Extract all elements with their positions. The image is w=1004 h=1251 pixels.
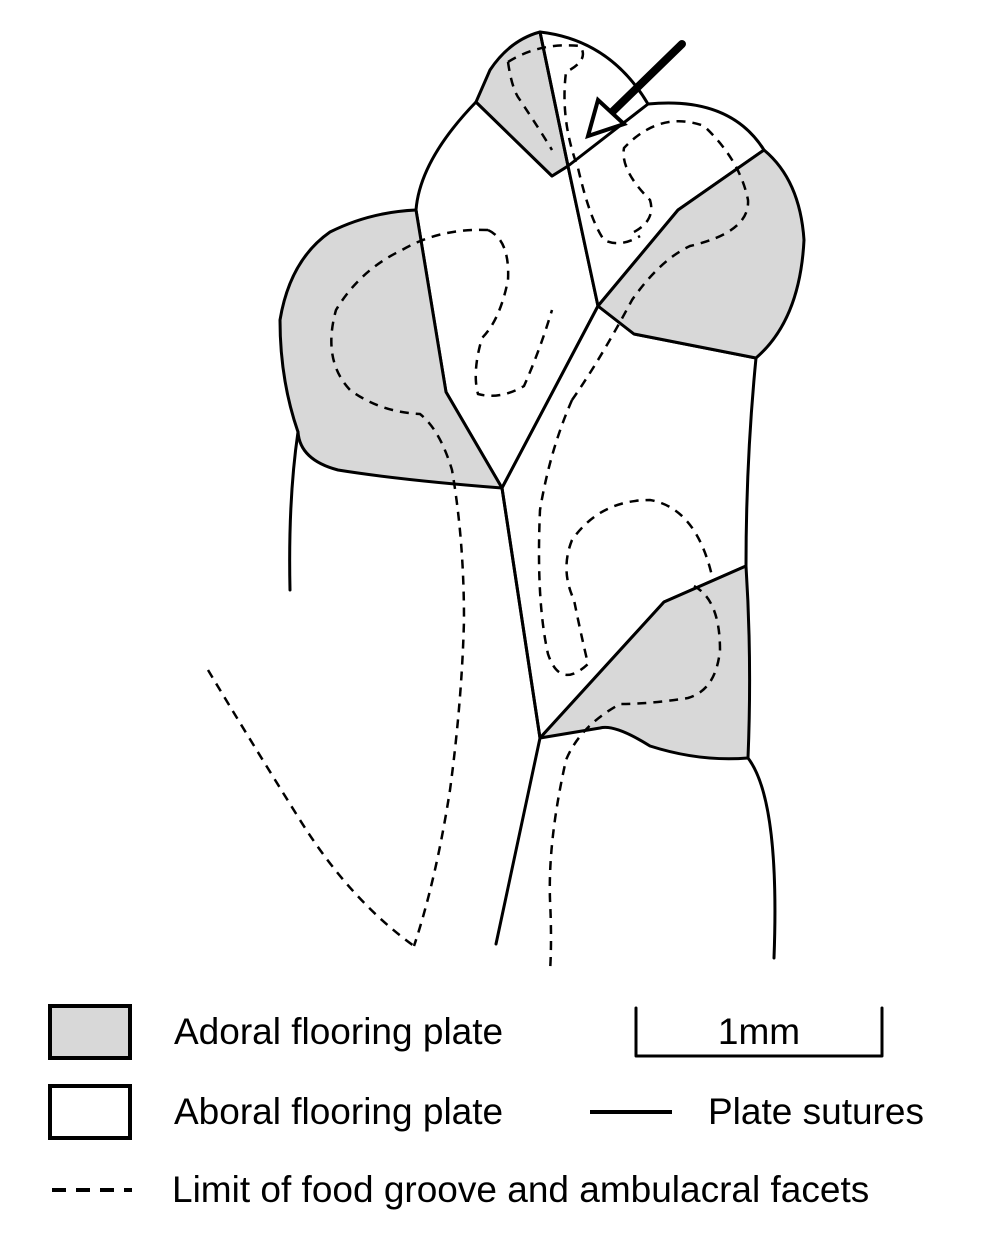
adoral-plate-left: [278, 208, 504, 490]
adoral-plate-lower: [538, 564, 752, 761]
groove-upper-left: [506, 61, 554, 151]
legend-adoral-label: Adoral flooring plate: [174, 1011, 503, 1052]
legend-suture-label: Plate sutures: [708, 1091, 924, 1132]
scale-bar-label: 1mm: [718, 1011, 800, 1052]
right-lower-outline: [746, 756, 777, 960]
legend-aboral-label: Aboral flooring plate: [174, 1091, 503, 1132]
central-suture: [538, 30, 570, 168]
groove-upper-right: [570, 120, 750, 401]
legend-aboral-swatch: [48, 1084, 132, 1140]
arrow-pointer-icon: [585, 40, 686, 140]
groove-left: [330, 228, 489, 947]
adoral-plate-right: [596, 148, 806, 360]
groove-middle: [537, 399, 714, 677]
legend: Adoral flooring plate Aboral flooring pl…: [48, 1004, 924, 1210]
groove-top: [507, 44, 641, 245]
scale-bar: 1mm: [634, 1006, 884, 1058]
groove-lower: [548, 584, 722, 973]
groove-outer-left: [206, 669, 415, 948]
legend-adoral-swatch: [48, 1004, 132, 1060]
central-lower-suture: [494, 486, 542, 946]
groove-left-inner: [474, 228, 554, 397]
legend-groove-label: Limit of food groove and ambulacral face…: [172, 1169, 869, 1210]
left-stem-outline: [288, 430, 300, 592]
